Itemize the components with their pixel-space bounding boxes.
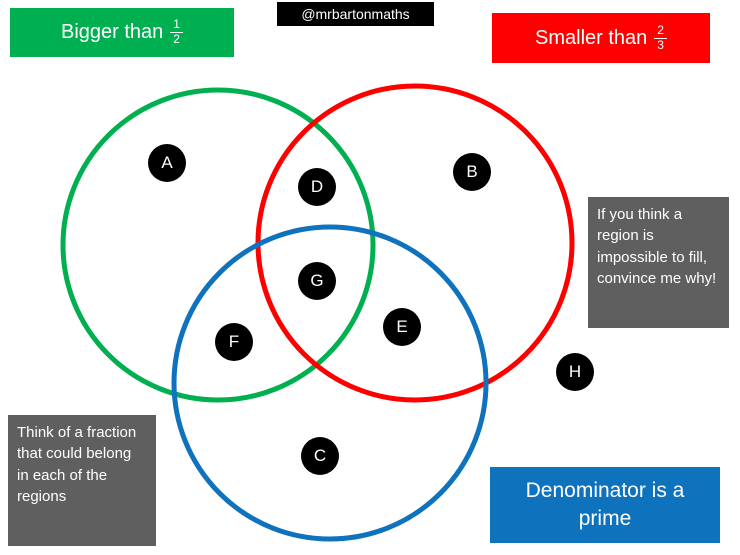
blue-rule-text: Denominator is a prime (525, 478, 685, 530)
fraction-denominator: 2 (173, 32, 180, 46)
red-rule-banner: Smaller than 2 3 (492, 13, 710, 63)
region-label-b-text: B (466, 162, 478, 181)
fraction-numerator: 1 (170, 17, 183, 33)
region-label-c: C (301, 437, 339, 475)
region-label-g: G (298, 262, 336, 300)
region-label-e: E (383, 308, 421, 346)
fraction-denominator: 3 (657, 37, 664, 52)
blue-rule-banner: Denominator is a prime (490, 467, 720, 543)
region-label-d-text: D (310, 177, 324, 196)
two-thirds-fraction: 2 3 (654, 23, 667, 53)
region-label-h-text: H (568, 362, 582, 381)
region-label-a-text: A (161, 153, 173, 172)
region-label-f: F (215, 323, 253, 361)
think-of-fraction-note: Think of a fraction that could belong in… (8, 415, 156, 546)
region-label-e-text: E (396, 317, 408, 336)
one-half-fraction: 1 2 (170, 17, 183, 47)
impossible-region-note: If you think a region is impossible to f… (588, 197, 729, 328)
fraction-numerator: 2 (654, 23, 667, 39)
region-label-c-text: C (313, 446, 327, 465)
green-rule-banner: Bigger than 1 2 (10, 8, 234, 57)
green-circle-bigger-than-half (60, 87, 376, 403)
region-label-b: B (453, 153, 491, 191)
blue-circle-denominator-is-prime (171, 224, 489, 542)
credit-text: @mrbartonmaths (301, 6, 410, 22)
impossible-region-note-text: If you think a region is impossible to f… (597, 206, 717, 288)
region-label-f-text: F (228, 332, 240, 351)
credit-badge: @mrbartonmaths (277, 2, 434, 26)
region-label-h: H (556, 353, 594, 391)
think-of-fraction-note-text: Think of a fraction that could belong in… (17, 424, 137, 506)
red-rule-text: Smaller than (535, 26, 648, 49)
region-label-a: A (148, 144, 186, 182)
red-circle-smaller-than-two-thirds (255, 83, 575, 403)
region-label-d: D (298, 168, 336, 206)
region-label-g-text: G (310, 271, 324, 290)
green-rule-text: Bigger than (61, 21, 164, 43)
